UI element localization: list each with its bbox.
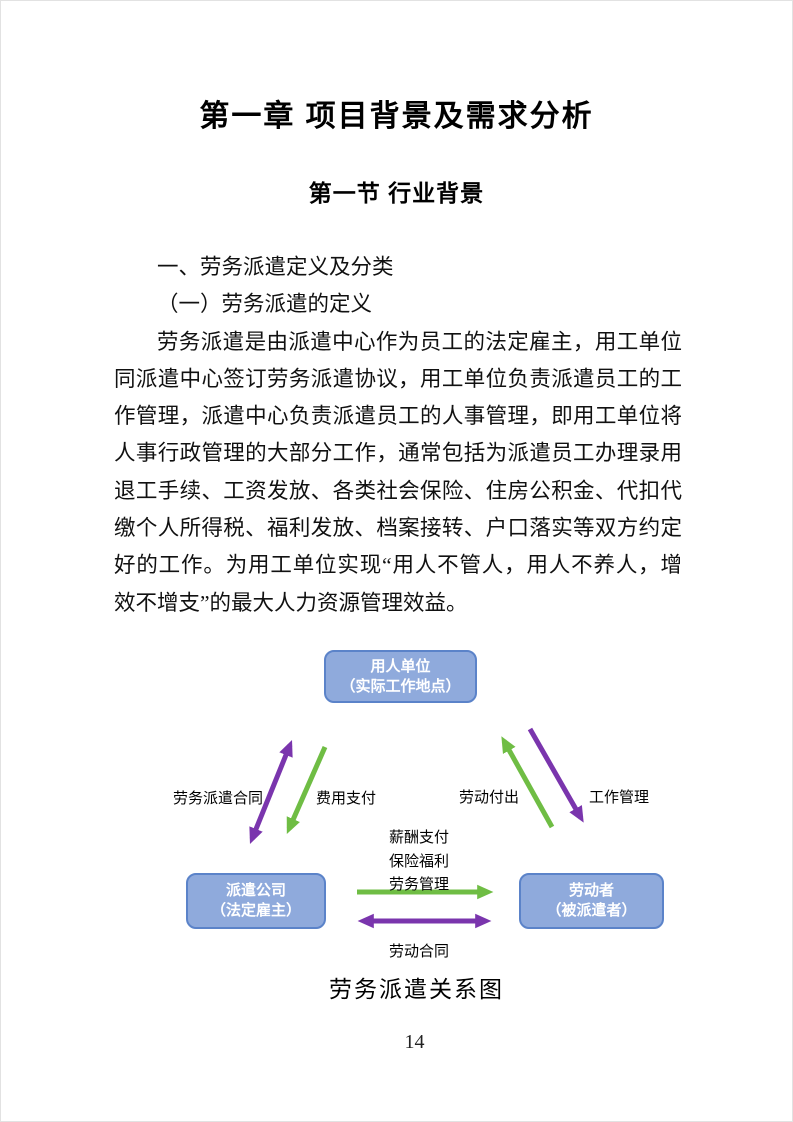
label-fee-payment: 费用支付	[316, 790, 377, 807]
body-line: 好的工作。为用工单位实现“用人不管人，用人不养人，增	[114, 553, 682, 578]
body-paragraphs: 一、劳务派遣定义及分类 （一）劳务派遣的定义 劳务派遣是由派遣中心作为员工的法定…	[114, 249, 682, 622]
label-insurance: 保险福利	[388, 852, 449, 870]
node-employer-name: 用人单位	[370, 657, 431, 675]
figure-caption: 劳务派遣关系图	[329, 977, 504, 1002]
body-line: 退工手续、工资发放、各类社会保险、住房公积金、代扣代	[114, 478, 682, 503]
node-employer-subtitle: （实际工作地点）	[340, 677, 461, 695]
body-line: 效不增支”的最大人力资源管理效益。	[114, 590, 468, 615]
node-dispatch-name: 派遣公司	[225, 882, 286, 899]
label-labor-contribution: 劳动付出	[459, 789, 520, 806]
arrow-labor-contribution	[501, 736, 555, 829]
label-payroll: 薪酬支付	[388, 829, 449, 846]
label-work-management: 工作管理	[589, 789, 650, 806]
label-dispatch-contract: 劳务派遣合同	[173, 790, 264, 807]
node-worker-subtitle: （被派遣者）	[546, 902, 637, 919]
chapter-title: 第一章 项目背景及需求分析	[199, 100, 594, 133]
label-labor-contract: 劳动合同	[389, 943, 450, 960]
body-line: 作管理，派遣中心负责派遣员工的人事管理，即用工单位将	[114, 404, 682, 429]
label-payroll-insurance-management: 薪酬支付 保险福利 劳务管理	[373, 826, 465, 897]
body-line: 同派遣中心签订劳务派遣协议，用工单位负责派遣员工的工	[114, 366, 682, 391]
body-line: 一、劳务派遣定义及分类	[157, 255, 394, 279]
section-title: 第一节 行业背景	[308, 180, 485, 206]
node-dispatch-subtitle: （法定雇主）	[210, 902, 301, 919]
body-line: （一）劳务派遣的定义	[157, 292, 373, 317]
page-number: 14	[404, 1031, 425, 1053]
node-dispatch-company: 派遣公司 （法定雇主）	[186, 873, 326, 929]
node-worker: 劳动者 （被派遣者）	[519, 873, 664, 929]
labor-dispatch-relationship-diagram: 用人单位 （实际工作地点） 派遣公司 （法定雇主） 劳动者 （被派遣者） 劳务派…	[1, 641, 792, 981]
body-line: 劳务派遣是由派遣中心作为员工的法定雇主，用工单位	[157, 329, 682, 354]
body-line: 人事行政管理的大部分工作，通常包括为派遣员工办理录用	[114, 441, 682, 466]
node-worker-name: 劳动者	[568, 882, 614, 899]
body-line: 缴个人所得税、福利发放、档案接转、户口落实等双方约定	[114, 516, 682, 541]
label-service-management: 劳务管理	[388, 876, 449, 893]
arrow-work-management	[527, 727, 584, 823]
node-employer: 用人单位 （实际工作地点）	[324, 650, 477, 703]
